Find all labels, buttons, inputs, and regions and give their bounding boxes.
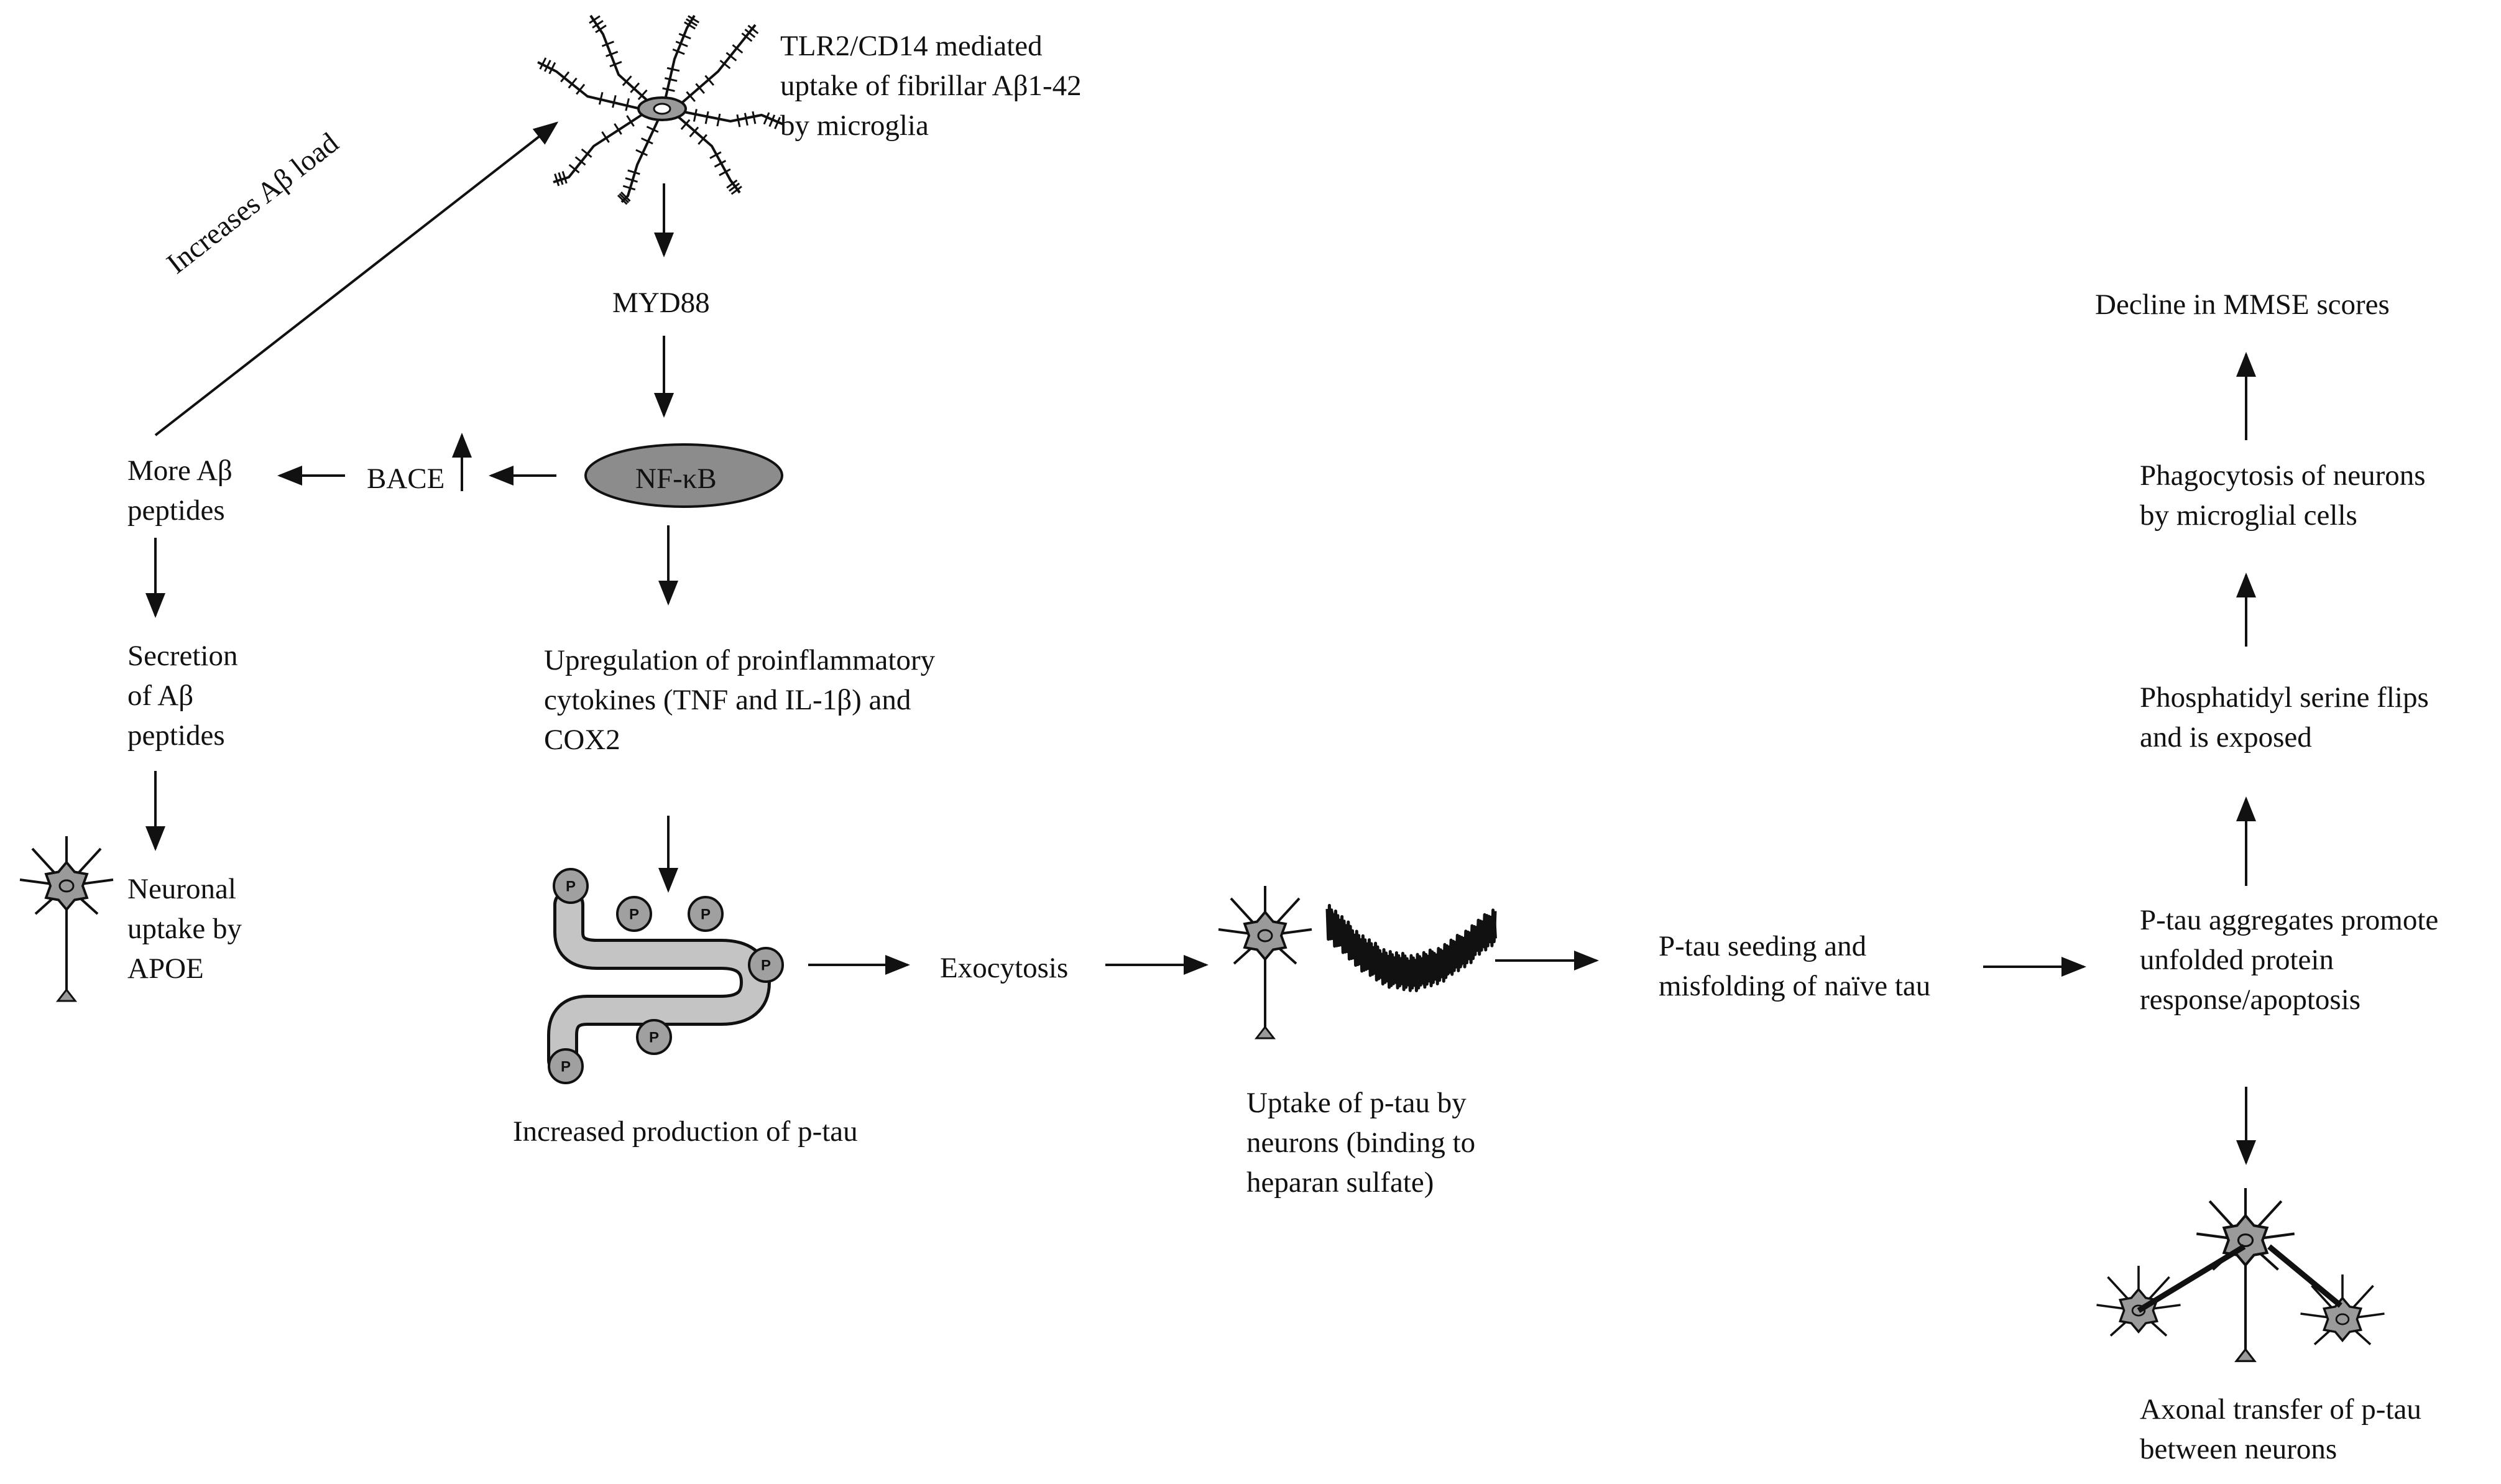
phosphate-p-marker: P xyxy=(636,1019,672,1055)
ptau-fibril-icon xyxy=(1325,903,1497,992)
phospho-tau-illustration xyxy=(547,889,771,1076)
phosphatidyl-label: Phosphatidyl serine flips and is exposed xyxy=(2140,681,2429,754)
seeding-label: P-tau seeding and misfolding of naïve ta… xyxy=(1659,930,1931,1002)
more-ab-peptides-label: More Aβ peptides xyxy=(127,454,233,527)
microglia-icon xyxy=(537,14,784,205)
phosphate-markers: P P P P P P xyxy=(548,868,784,1084)
mmse-label: Decline in MMSE scores xyxy=(2095,288,2390,321)
svg-text:P: P xyxy=(629,906,639,923)
increased-ptau-label: Increased production of p-tau xyxy=(513,1115,858,1148)
phosphate-p-marker: P xyxy=(548,1048,584,1084)
uptake-ptau-label: Uptake of p-tau by neurons (binding to h… xyxy=(1246,1087,1476,1199)
svg-text:P: P xyxy=(649,1030,659,1046)
phosphate-p-marker: P xyxy=(553,868,589,904)
secretion-label: Secretion of Aβ peptides xyxy=(127,640,238,752)
neuron-icon-left xyxy=(19,836,114,1002)
neuron-icon-axonal-left xyxy=(2096,1265,2181,1337)
phosphate-p-marker: P xyxy=(688,896,724,932)
phosphate-p-marker: P xyxy=(748,947,784,983)
axonal-transfer-label: Axonal transfer of p-tau between neurons xyxy=(2140,1393,2421,1465)
phosphate-p-marker: P xyxy=(616,896,652,932)
neuron-icon-axonal-center xyxy=(2196,1188,2295,1362)
neuron-icon-uptake xyxy=(1218,886,1312,1039)
bace-label: BACE xyxy=(367,463,445,495)
arrow-increases-ab-load xyxy=(154,121,559,436)
tlr2-label: TLR2/CD14 mediated uptake of fibrillar A… xyxy=(780,30,1082,142)
neuron-icon-axonal-right xyxy=(2300,1274,2385,1345)
upregulation-label: Upregulation of proinflammatory cytokine… xyxy=(544,644,936,756)
exocytosis-label: Exocytosis xyxy=(940,952,1069,984)
svg-text:P: P xyxy=(761,957,771,974)
axonal-network-links xyxy=(2137,1244,2342,1313)
aggregates-label: P-tau aggregates promote unfolded protei… xyxy=(2140,904,2439,1016)
neuronal-uptake-label: Neuronal uptake by APOE xyxy=(127,873,242,985)
svg-text:P: P xyxy=(561,1059,571,1076)
myd88-label: MYD88 xyxy=(612,287,710,319)
phagocytosis-label: Phagocytosis of neurons by microglial ce… xyxy=(2140,459,2426,532)
svg-text:P: P xyxy=(566,878,576,895)
nfkb-label: NF-κB xyxy=(635,463,717,495)
nfkb-node xyxy=(584,443,783,508)
svg-text:P: P xyxy=(701,906,711,923)
